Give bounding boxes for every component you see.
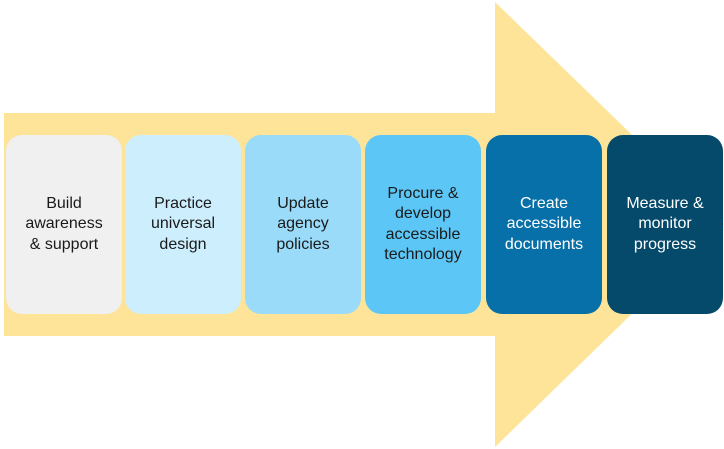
step-measure-monitor-progress: Measure & monitor progress xyxy=(607,135,723,314)
step-label: Procure & develop accessible technology xyxy=(384,184,462,264)
arrow-shape xyxy=(4,2,724,447)
step-create-accessible-documents: Create accessible documents xyxy=(486,135,602,314)
step-build-awareness: Build awareness & support xyxy=(6,135,122,314)
step-practice-universal-design: Practice universal design xyxy=(125,135,241,314)
step-label: Measure & monitor progress xyxy=(626,194,704,253)
step-label: Update agency policies xyxy=(276,194,330,253)
step-label: Build awareness & support xyxy=(25,194,103,253)
step-procure-develop-technology: Procure & develop accessible technology xyxy=(365,135,481,314)
step-update-agency-policies: Update agency policies xyxy=(245,135,361,314)
step-label: Practice universal design xyxy=(150,194,216,253)
step-label: Create accessible documents xyxy=(504,194,584,253)
